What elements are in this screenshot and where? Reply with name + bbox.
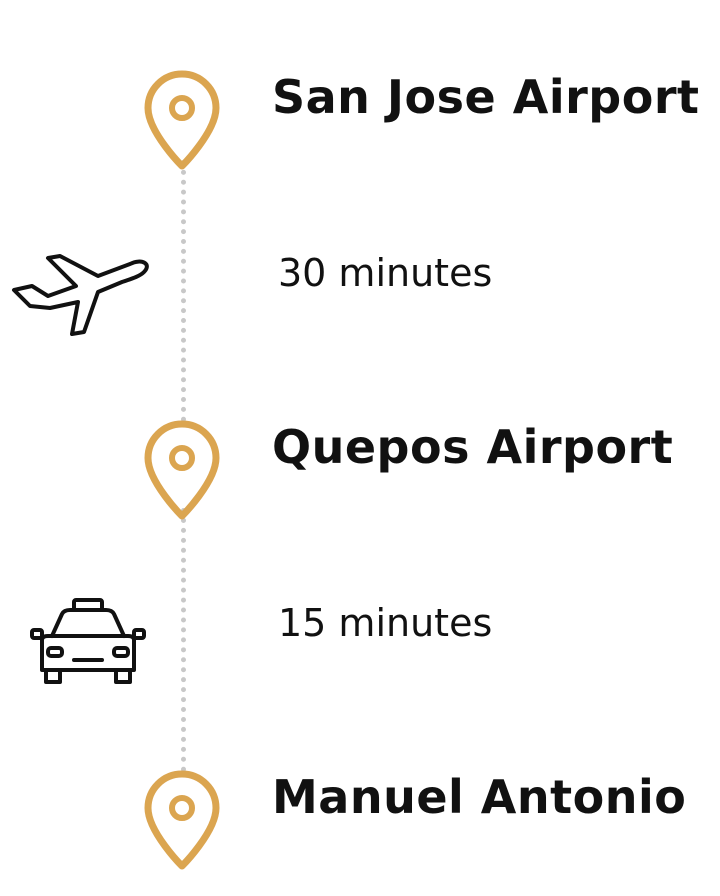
location-pin-icon [144,70,220,170]
location-pin-icon [144,770,220,870]
taxi-icon [30,598,146,684]
stop-name: Manuel Antonio [272,770,687,824]
location-pin-icon [144,420,220,520]
airplane-icon [12,254,149,336]
stop-name: San Jose Airport [272,70,700,124]
stop-name: Quepos Airport [272,420,674,474]
timeline-connector [181,508,186,772]
timeline-connector [181,160,186,422]
leg-duration: 30 minutes [278,251,493,295]
leg-duration: 15 minutes [278,601,493,645]
